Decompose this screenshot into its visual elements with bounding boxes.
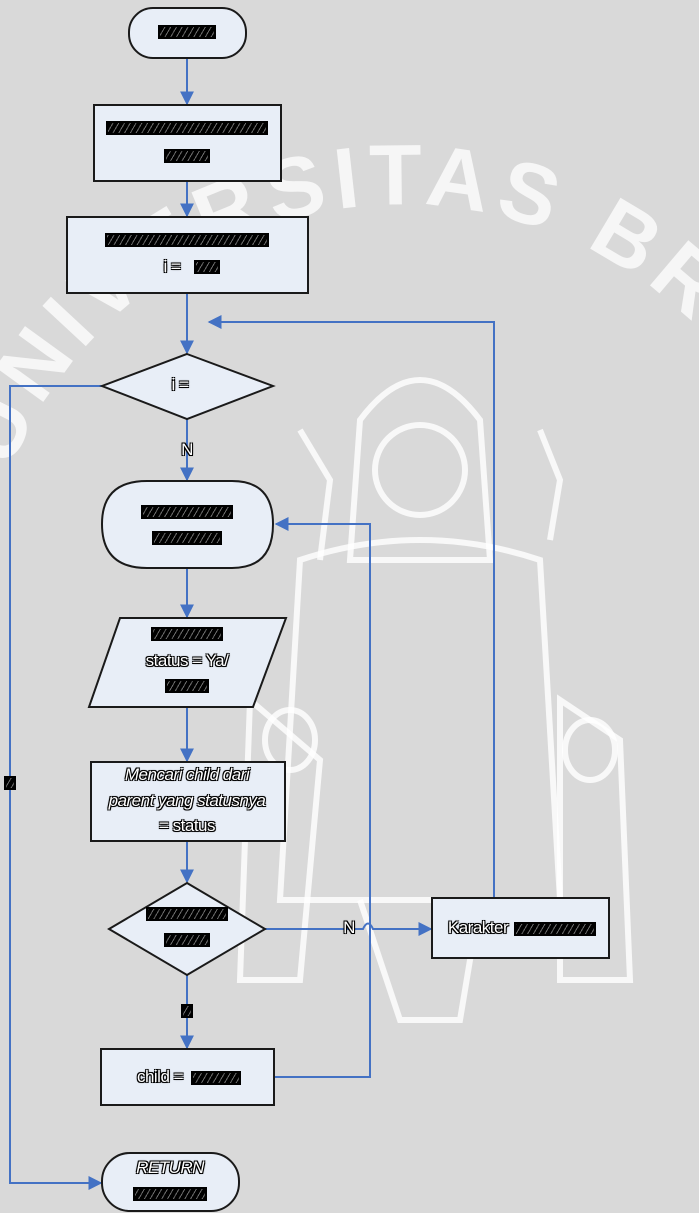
input-label3-redaction [165, 679, 209, 693]
assign-box [101, 1049, 274, 1105]
input-label1-redaction [151, 627, 223, 641]
input-label2: status = Ya/ [146, 651, 229, 671]
edge-assign-loopstart [274, 524, 370, 1077]
shapes [67, 8, 609, 1211]
childcond-label2-redaction [164, 933, 210, 947]
loop-set-box [67, 217, 308, 293]
loop-start-box [102, 481, 273, 568]
process-label1: Mencari child dari [125, 765, 249, 785]
loop-decision-label: i = [172, 375, 189, 395]
childcond-label1-redaction [146, 907, 228, 921]
return-label1: RETURN [136, 1158, 204, 1178]
loopstart-label1-redaction [141, 505, 233, 519]
assign-label: child = [137, 1067, 183, 1087]
output-label-redaction [514, 922, 596, 936]
process-label3: = status [159, 816, 215, 836]
loopset-label2: i = [164, 257, 181, 277]
loopcond-yes-redaction [4, 776, 16, 790]
return-label2-redaction [133, 1187, 207, 1201]
loopset-label2-redaction [194, 260, 220, 274]
init-label1-redaction [106, 121, 268, 135]
process-label2: parent yang statusnya [109, 791, 266, 811]
loop-decision-no-label: N [181, 440, 193, 460]
init-label2-redaction [164, 149, 210, 163]
loopset-label1-redaction [105, 233, 269, 247]
start-label-redaction [158, 25, 216, 39]
childcond-no-label: N [343, 918, 355, 938]
loopstart-label2-redaction [152, 531, 222, 545]
assign-label-redaction [191, 1071, 241, 1085]
init-process-box [94, 105, 281, 181]
edge-cond-return [10, 386, 102, 1183]
childcond-yes-redaction [181, 1004, 193, 1018]
output-label: Karakter [448, 918, 508, 938]
child-decision [109, 883, 265, 975]
